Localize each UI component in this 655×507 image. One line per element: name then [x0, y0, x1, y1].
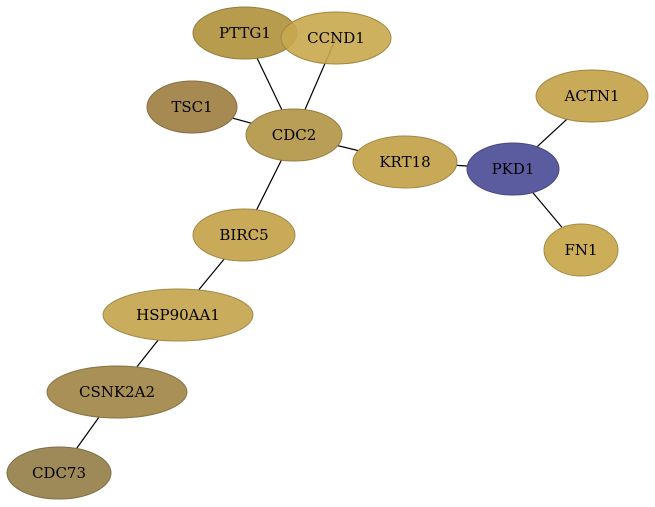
node-birc5[interactable]: BIRC5	[192, 208, 296, 262]
node-pkd1[interactable]: PKD1	[466, 142, 560, 196]
node-ellipse	[466, 142, 560, 196]
node-ellipse	[6, 446, 112, 500]
node-cdc73[interactable]: CDC73	[6, 446, 112, 500]
node-label: FN1	[564, 241, 597, 259]
node-label: PKD1	[492, 160, 535, 178]
node-tsc1[interactable]: TSC1	[146, 80, 238, 134]
node-ccnd1[interactable]: CCND1	[280, 11, 392, 65]
node-label: CDC73	[32, 464, 86, 482]
node-label: ACTN1	[564, 87, 620, 105]
node-ellipse	[46, 365, 188, 419]
node-ellipse	[146, 80, 238, 134]
node-pttg1[interactable]: PTTG1	[192, 6, 298, 60]
node-hsp90aa1[interactable]: HSP90AA1	[102, 288, 254, 342]
node-csnk2a2[interactable]: CSNK2A2	[46, 365, 188, 419]
node-label: HSP90AA1	[136, 306, 220, 324]
node-krt18[interactable]: KRT18	[352, 135, 458, 189]
node-label: CDC2	[272, 126, 317, 144]
node-label: CCND1	[307, 29, 365, 47]
node-ellipse	[102, 288, 254, 342]
node-label: CSNK2A2	[79, 383, 155, 401]
node-fn1[interactable]: FN1	[543, 223, 619, 277]
node-ellipse	[535, 69, 649, 123]
node-ellipse	[280, 11, 392, 65]
node-ellipse	[192, 208, 296, 262]
node-cdc2[interactable]: CDC2	[245, 108, 343, 162]
node-actn1[interactable]: ACTN1	[535, 69, 649, 123]
node-label: TSC1	[171, 98, 212, 116]
node-label: KRT18	[379, 153, 430, 171]
node-label: PTTG1	[219, 24, 271, 42]
node-ellipse	[352, 135, 458, 189]
node-label: BIRC5	[219, 226, 268, 244]
node-ellipse	[245, 108, 343, 162]
node-ellipse	[543, 223, 619, 277]
